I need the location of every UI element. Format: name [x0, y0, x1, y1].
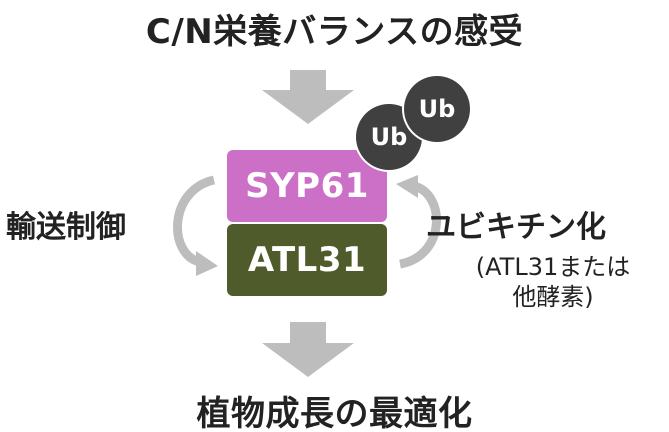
- arrow-down-top: [262, 70, 354, 124]
- atl31-box: ATL31: [227, 224, 387, 296]
- curved-arrow-left: [173, 175, 216, 267]
- ubiquitin-tag-1: Ub: [356, 104, 422, 170]
- transport-control-label: 輸送制御: [6, 210, 126, 245]
- ubiquitination-enzyme-note: (ATL31または 他酵素): [444, 252, 662, 312]
- curved-arrow-right: [398, 181, 441, 269]
- curved-arrow-right-head: [396, 175, 418, 198]
- title-bottom: 植物成長の最適化: [196, 394, 473, 432]
- arrow-down-bottom: [262, 322, 354, 377]
- ubiquitin-tag-2: Ub: [404, 76, 470, 142]
- ubiquitination-label: ユビキチン化: [426, 210, 606, 245]
- syp61-box: SYP61: [227, 150, 387, 222]
- curved-arrow-left-head: [196, 251, 218, 276]
- enzyme-note-line-1: (ATL31または: [475, 253, 631, 281]
- title-top: C/N栄養バランスの感受: [145, 12, 524, 52]
- enzyme-note-line-2: 他酵素): [512, 283, 594, 311]
